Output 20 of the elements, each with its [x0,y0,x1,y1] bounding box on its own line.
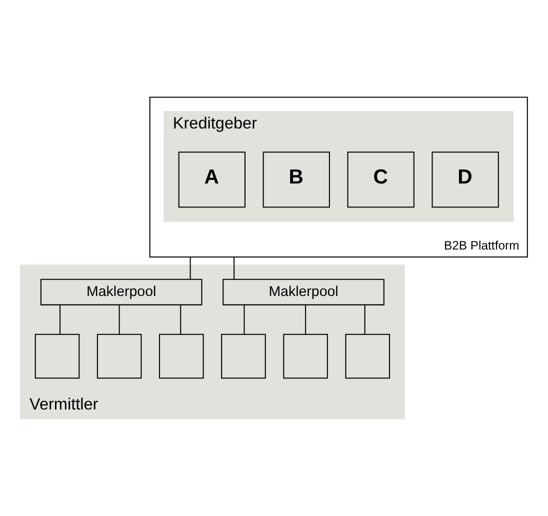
node-box [283,334,328,379]
connector [244,305,245,334]
node-box: C [347,152,414,208]
node-box [221,334,266,379]
connector [60,305,61,334]
node-box [34,334,80,379]
node-box: B [262,152,330,208]
connector [364,305,366,334]
connector [305,305,306,334]
connector [180,305,182,334]
connector [234,256,235,280]
node-box: Maklerpool [222,278,384,306]
node-box: D [432,152,499,208]
node-box [96,334,142,379]
node-box [159,334,204,379]
connector [118,305,120,334]
node-box: Maklerpool [40,278,202,306]
node-box: A [178,152,246,208]
connector [190,256,191,280]
node-box [345,334,390,379]
